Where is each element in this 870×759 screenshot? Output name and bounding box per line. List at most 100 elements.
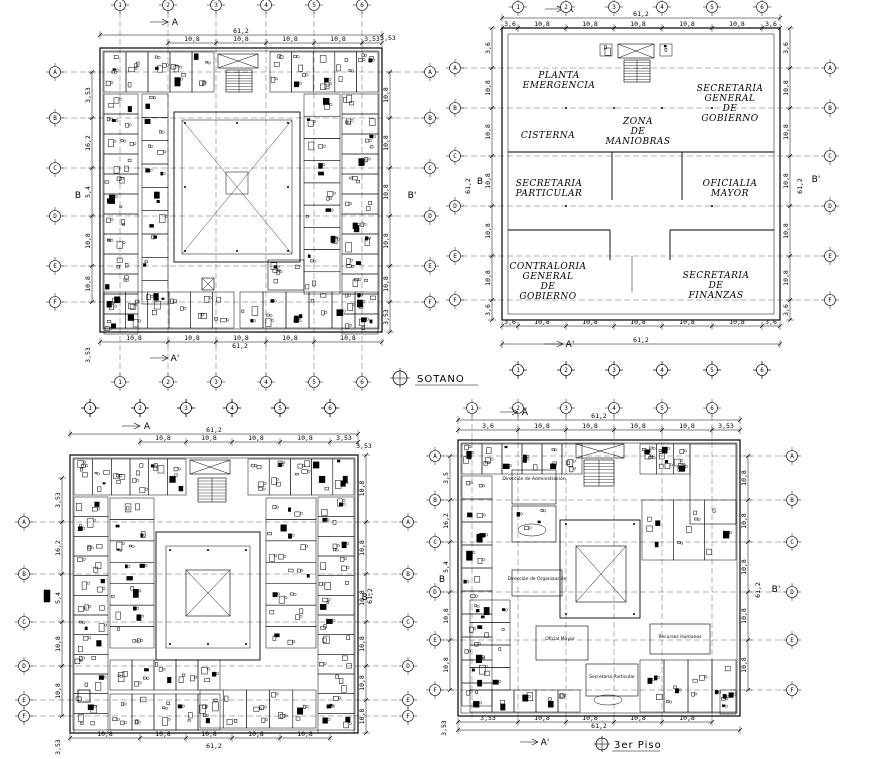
grid-bubble-label: F: [433, 687, 437, 694]
grid-bubble: 5: [271, 399, 289, 417]
grid-bubble: E: [446, 247, 464, 265]
grid-bubble-label: 2: [138, 405, 142, 412]
grid-bubble-label: 3: [612, 4, 616, 11]
grid-bubble-label: A: [53, 69, 57, 76]
column-dot: [287, 250, 289, 252]
dimension-label: 10,8: [382, 135, 390, 151]
grid-bubble: A: [46, 63, 64, 81]
grid-bubble-label: B: [428, 115, 432, 122]
dimension-label: 10,8: [184, 35, 200, 43]
dimension-label: 10,8: [248, 730, 264, 738]
grid-bubble: 3: [177, 399, 195, 417]
zone-label-line: PARTICULAR: [515, 189, 583, 199]
grid-bubble: D: [46, 207, 64, 225]
grid-bubble-label: D: [453, 203, 457, 210]
column-dot: [236, 250, 238, 252]
grid-bubble-label: 3: [214, 379, 218, 386]
grid-bubble-label: D: [428, 213, 432, 220]
dimension-label: 10,8: [358, 540, 366, 556]
dimension-label: 61,2: [206, 742, 222, 750]
grid-bubble: 4: [223, 399, 241, 417]
grid-bubble-label: 4: [660, 4, 664, 11]
grid-bubble-label: D: [828, 203, 832, 210]
room-label: Recursos Humanos: [658, 634, 702, 640]
sotano-title-block: SOTANO: [390, 368, 478, 388]
section-marker-label: B: [477, 177, 483, 187]
grid-bubble: 1: [81, 399, 99, 417]
room-label: Oficial Mayor: [545, 636, 575, 642]
floor-plan-sotano-zoning: 112233445566AABBCCDDEEFFPLANTAEMERGENCIA…: [446, 0, 839, 379]
dimension-label: 10,8: [297, 434, 313, 442]
grid-bubble-label: E: [433, 637, 437, 644]
dimension-label: 10,8: [582, 20, 598, 28]
grid-bubble: F: [783, 681, 801, 699]
dimension-label: 3,5: [442, 472, 450, 484]
grid-bubble-label: 2: [516, 405, 520, 412]
section-marker-label: B': [812, 175, 821, 185]
zone-label-line: EMERGENCIA: [522, 81, 596, 91]
grid-bubble-label: B: [828, 105, 832, 112]
grid-bubble: D: [15, 657, 33, 675]
stair-symbol: [583, 459, 615, 487]
elevator-shaft: [575, 443, 625, 459]
dimension-label: 61,2: [366, 588, 374, 604]
grid-bubble: B: [399, 565, 417, 583]
grid-bubble: 2: [131, 399, 149, 417]
dimension-label: 10,8: [782, 270, 790, 286]
grid-bubble-label: 3: [612, 367, 616, 374]
grid-bubble: 2: [557, 0, 575, 16]
dimension-label: 5,4: [54, 592, 62, 604]
grid-bubble: 4: [257, 0, 275, 14]
grid-bubble: F: [446, 291, 464, 309]
section-marker: A: [500, 408, 529, 418]
column-dot: [633, 613, 635, 615]
dimension-label: 10,8: [782, 80, 790, 96]
dimension-label: 10,8: [201, 434, 217, 442]
conference-table: [517, 523, 547, 537]
dimension-label: 61,2: [633, 336, 649, 344]
grid-bubble: 5: [703, 0, 721, 16]
zone-label-line: PLANTA: [537, 71, 579, 81]
section-marker: A': [150, 354, 179, 364]
grid-bubble: E: [821, 247, 839, 265]
dimension-label: 10,8: [534, 20, 550, 28]
dimension-label: 3,6: [484, 42, 492, 54]
dimension-label: 10,8: [484, 173, 492, 189]
dimension-label: 61,2: [796, 178, 804, 194]
dimension-label: 10,8: [630, 422, 646, 430]
dimension-label: 3,53: [364, 35, 380, 43]
grid-bubble-label: 1: [88, 405, 92, 412]
dimension-label: 10,8: [382, 276, 390, 292]
grid-bubble: 5: [305, 373, 323, 391]
conference-table: [593, 694, 623, 706]
grid-bubble-label: F: [406, 713, 410, 720]
atrium-void: [185, 569, 231, 617]
zone-label-line: CISTERNA: [521, 131, 575, 141]
grid-bubble: C: [399, 613, 417, 631]
dimension-label: 10,8: [84, 233, 92, 249]
grid-bubble: 1: [463, 399, 481, 417]
dimension-label: 10,8: [184, 334, 200, 342]
grid-bubble-label: 4: [230, 405, 234, 412]
grid-bubble-label: B: [433, 497, 437, 504]
atrium-void: [575, 545, 627, 603]
column-dot: [184, 250, 186, 252]
grid-bubble: D: [421, 207, 439, 225]
room-label: Dirección de Administración: [502, 475, 565, 482]
dimension-label: 10,8: [534, 318, 550, 326]
grid-bubble: B: [15, 565, 33, 583]
grid-bubble: C: [426, 533, 444, 551]
dimension-label: 10,8: [534, 422, 550, 430]
dimension-label: 3,6: [504, 318, 516, 326]
zone-label-line: MAYOR: [710, 189, 749, 199]
grid-bubble-label: E: [453, 253, 457, 260]
dimension-label: 3,53: [440, 720, 448, 736]
grid-bubble-label: 3: [564, 405, 568, 412]
dimension-label: 3,6: [484, 304, 492, 316]
dimension-label: 10,8: [155, 730, 171, 738]
column-dot: [245, 643, 247, 645]
